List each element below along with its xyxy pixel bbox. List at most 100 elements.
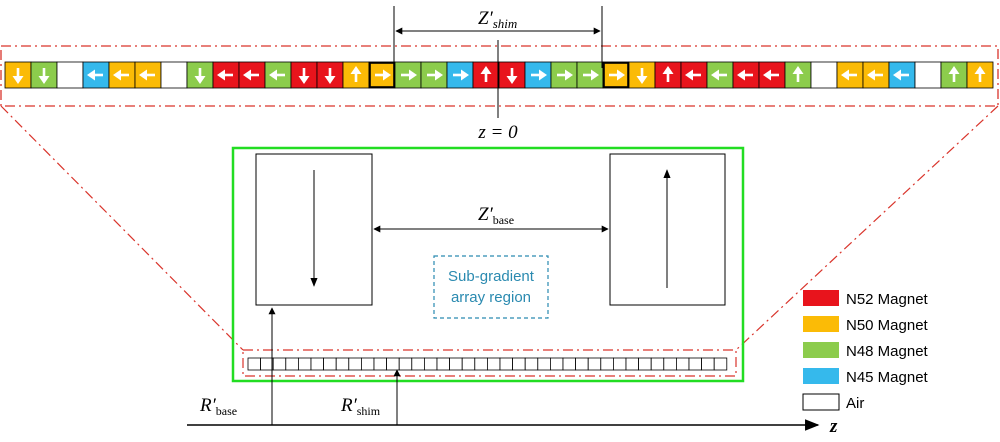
sub-gradient-region-box [433, 255, 549, 319]
z-zero-label: z = 0 [477, 122, 518, 143]
shim-cell [342, 61, 370, 89]
magnetization-arrow-down [194, 68, 206, 84]
shim-cell [732, 61, 760, 89]
shim-small-cell [701, 357, 715, 371]
shim-cell [290, 61, 318, 89]
shim-small-cell [550, 357, 564, 371]
magnetization-arrow-right [375, 69, 391, 81]
shim-small-cell [398, 357, 413, 371]
shim-small-cell [486, 357, 501, 371]
shim-cell [212, 61, 240, 89]
shim-cell [186, 61, 214, 89]
magnetization-arrow-left [113, 69, 129, 81]
shim-small-cell [512, 357, 526, 371]
projection-lines [0, 105, 999, 351]
shim-small-cell [587, 357, 602, 371]
shim-cell [4, 61, 32, 89]
shim-small-cell [562, 357, 577, 371]
shim-cell [758, 61, 786, 89]
z-shim-dimension: Z′shim [393, 6, 603, 68]
shim-small-region-border [242, 349, 737, 377]
shim-small-cell [474, 357, 488, 371]
shim-cell [836, 61, 864, 89]
shim-cell [966, 61, 994, 89]
magnetization-arrow-right [609, 69, 625, 81]
shim-small-array [247, 357, 728, 371]
shim-cell [628, 61, 656, 89]
shim-small-cell [285, 357, 299, 371]
magnetization-arrow-down [506, 68, 518, 84]
shim-cell [550, 61, 578, 89]
shim-small-cell [348, 357, 362, 371]
magnetization-arrow-up [350, 66, 362, 82]
r-base-label: R′base [199, 395, 237, 418]
shim-small-cell [600, 357, 614, 371]
shim-small-cell [575, 357, 589, 371]
magnetization-arrow-down [324, 68, 336, 84]
shim-small-cell [360, 357, 375, 371]
shim-small-cell [650, 357, 665, 371]
z-base-label: Z′base [478, 204, 514, 227]
shim-cell [56, 61, 84, 89]
shim-small-cell [449, 357, 463, 371]
shim-cell [134, 61, 162, 89]
sub-gradient-label-line1: Sub-gradient [448, 268, 535, 285]
legend-label: N50 Magnet [846, 317, 929, 334]
shim-cell [862, 61, 890, 89]
magnetization-arrow-down [298, 68, 310, 84]
magnetization-arrow-up [974, 66, 986, 82]
shim-small-cell [537, 357, 551, 371]
legend-label: N48 Magnet [846, 343, 929, 360]
z-shim-label: Z′shim [478, 8, 517, 31]
magnetization-arrow-right [427, 69, 443, 81]
legend-item-n48: N48 Magnet [803, 342, 929, 360]
magnetization-arrow-up [480, 66, 492, 82]
shim-cell [108, 61, 136, 89]
shim-array [4, 61, 994, 89]
magnetization-arrow-left [867, 69, 883, 81]
shim-cell [394, 61, 422, 89]
r-shim-label: R′shim [340, 395, 381, 418]
magnetization-arrow-left [139, 69, 155, 81]
magnetization-arrow-down [38, 68, 50, 84]
shim-small-cell [436, 357, 451, 371]
shim-small-cell [373, 357, 388, 371]
legend-swatch [803, 290, 839, 306]
magnetization-arrow-up [792, 66, 804, 82]
legend-label: N52 Magnet [846, 291, 929, 308]
shim-small-cell [386, 357, 400, 371]
shim-cell [888, 61, 916, 89]
shim-cell [602, 61, 630, 89]
legend-item-n52: N52 Magnet [803, 290, 929, 308]
shim-small-cell [461, 357, 476, 371]
magnetization-arrow-left [711, 69, 727, 81]
shim-small-cell [310, 357, 325, 371]
shim-small-cell [423, 357, 438, 371]
magnetization-arrow-up [948, 66, 960, 82]
legend-swatch [803, 316, 839, 332]
shim-small-cell [411, 357, 425, 371]
magnetization-arrow-left [685, 69, 701, 81]
base-array-box [231, 146, 745, 383]
shim-cell [940, 61, 968, 89]
legend-label: N45 Magnet [846, 369, 929, 386]
shim-cell [446, 61, 474, 89]
magnetization-arrow-left [763, 69, 779, 81]
magnetization-arrow-left [893, 69, 909, 81]
legend-swatch [803, 342, 839, 358]
magnetization-arrow-right [557, 69, 573, 81]
shim-cell [810, 61, 838, 89]
shim-array-region-border [0, 45, 999, 107]
shim-cell [368, 61, 396, 89]
shim-cell [472, 61, 500, 89]
shim-cell [30, 61, 58, 89]
shim-small-cell [297, 357, 312, 371]
z-zero-marker: z = 0 [477, 40, 518, 143]
magnetization-arrow-up [662, 66, 674, 82]
magnetization-arrow-down [12, 68, 24, 84]
shim-small-cell [524, 357, 539, 371]
shim-cell [498, 61, 526, 89]
magnetization-arrow-right [453, 69, 469, 81]
shim-cell [576, 61, 604, 89]
